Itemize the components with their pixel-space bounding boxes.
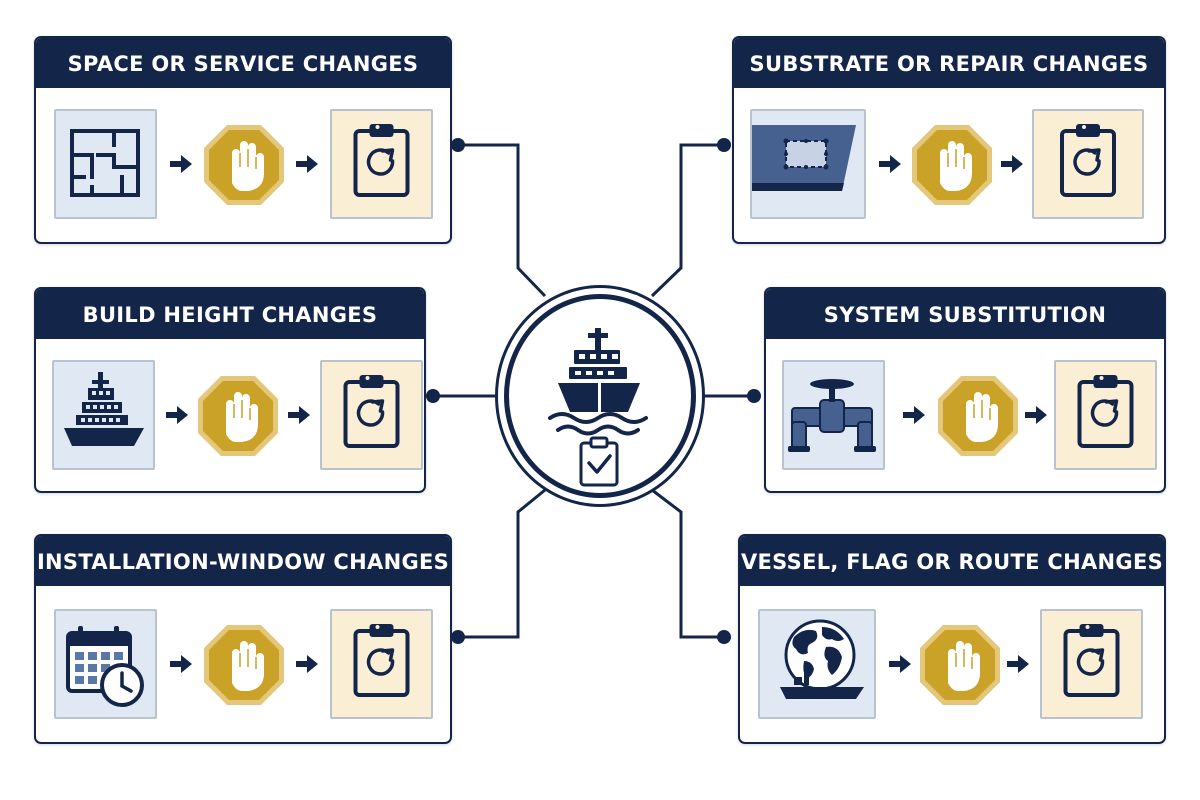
trigger-tile xyxy=(54,109,157,219)
arrow-right-icon xyxy=(1007,655,1029,673)
card-title: VESSEL, FLAG OR ROUTE CHANGES xyxy=(740,536,1164,586)
stop-hand-tile xyxy=(202,123,286,207)
connector-dot-substrate xyxy=(717,138,731,152)
globe-ship-icon xyxy=(780,619,864,699)
arrow-right-icon xyxy=(903,406,925,424)
connector-dot-space xyxy=(451,138,465,152)
clipboard-refresh-icon xyxy=(353,124,410,197)
connector-dot-height xyxy=(426,389,440,403)
card-space-or-service-changes: SPACE OR SERVICE CHANGES xyxy=(34,36,452,244)
connector-dot-window xyxy=(451,630,465,644)
pipe-valve-icon xyxy=(788,379,876,452)
card-substrate-or-repair-changes: SUBSTRATE OR REPAIR CHANGES xyxy=(732,36,1166,244)
stop-hand-tile xyxy=(936,374,1020,458)
ship-with-checklist-icon xyxy=(548,328,648,487)
result-tile xyxy=(330,609,433,719)
card-title: INSTALLATION-WINDOW CHANGES xyxy=(36,536,450,586)
floor-plan-icon xyxy=(70,129,140,197)
card-system-substitution: SYSTEM SUBSTITUTION xyxy=(764,287,1166,493)
connector-window xyxy=(458,488,546,639)
arrow-right-icon xyxy=(170,155,192,173)
arrow-right-icon xyxy=(296,155,318,173)
stop-hand-icon xyxy=(204,625,284,705)
result-tile xyxy=(330,109,433,219)
central-hub xyxy=(495,285,705,507)
ship-superstructure-icon xyxy=(64,372,144,446)
card-title: BUILD HEIGHT CHANGES xyxy=(36,289,424,339)
stop-hand-tile xyxy=(910,123,994,207)
trigger-tile xyxy=(782,360,885,470)
arrow-right-icon xyxy=(1001,155,1023,173)
arrow-right-icon xyxy=(296,655,318,673)
trigger-tile xyxy=(54,609,157,719)
arrow-right-icon xyxy=(170,655,192,673)
stop-hand-tile xyxy=(196,374,280,458)
card-build-height-changes: BUILD HEIGHT CHANGES xyxy=(34,287,426,493)
hull-patch-icon xyxy=(752,125,856,191)
stop-hand-tile xyxy=(202,623,286,707)
stop-hand-icon xyxy=(938,376,1018,456)
card-installation-window-changes: INSTALLATION-WINDOW CHANGES xyxy=(34,534,452,744)
card-title: SUBSTRATE OR REPAIR CHANGES xyxy=(734,38,1164,88)
stop-hand-icon xyxy=(920,625,1000,705)
result-tile xyxy=(320,360,423,470)
connector-dot-system xyxy=(747,389,761,403)
result-tile xyxy=(1054,360,1157,470)
card-vessel-flag-or-route-changes: VESSEL, FLAG OR ROUTE CHANGES xyxy=(738,534,1166,744)
stop-hand-icon xyxy=(198,376,278,456)
stop-hand-icon xyxy=(912,125,992,205)
stop-hand-tile xyxy=(918,623,1002,707)
arrow-right-icon xyxy=(879,155,901,173)
arrow-right-icon xyxy=(1025,406,1047,424)
clipboard-refresh-icon xyxy=(343,375,400,448)
connector-dot-vessel xyxy=(717,630,731,644)
clipboard-refresh-icon xyxy=(1060,124,1116,197)
card-title: SYSTEM SUBSTITUTION xyxy=(766,289,1164,339)
arrow-right-icon xyxy=(889,655,911,673)
stop-hand-icon xyxy=(204,125,284,205)
clipboard-refresh-icon xyxy=(1063,624,1120,697)
clipboard-refresh-icon xyxy=(1077,375,1134,448)
trigger-tile xyxy=(750,109,866,219)
result-tile xyxy=(1040,609,1143,719)
arrow-right-icon xyxy=(288,406,310,424)
arrow-right-icon xyxy=(166,406,188,424)
clipboard-refresh-icon xyxy=(353,624,410,697)
connector-substrate xyxy=(650,143,724,298)
card-title: SPACE OR SERVICE CHANGES xyxy=(36,38,450,88)
connector-space xyxy=(458,143,547,298)
trigger-tile xyxy=(52,360,155,470)
calendar-clock-icon xyxy=(66,626,144,707)
result-tile xyxy=(1032,109,1144,219)
trigger-tile xyxy=(758,609,876,719)
connector-vessel xyxy=(651,488,724,639)
